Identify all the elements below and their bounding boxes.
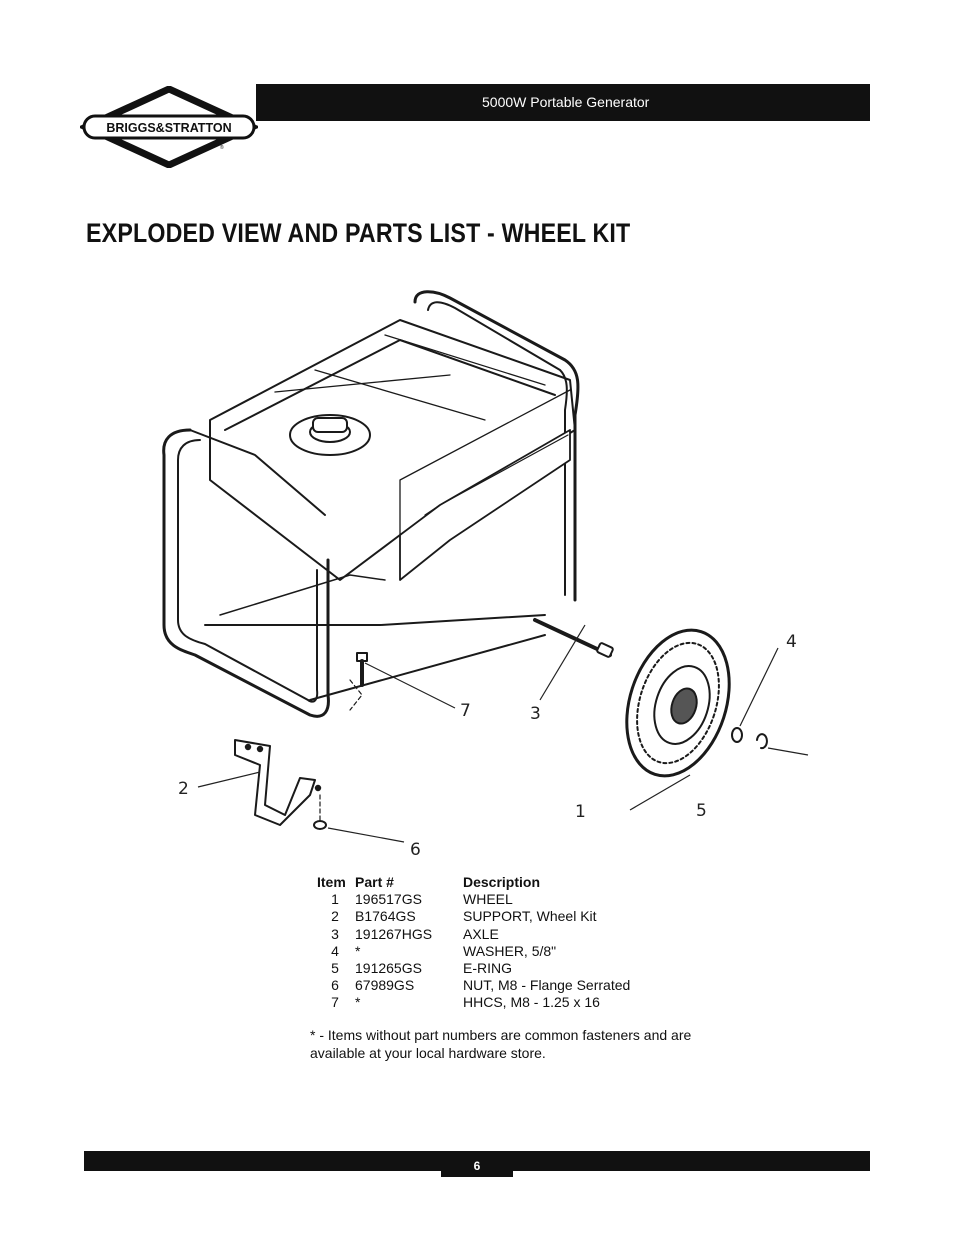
item-number: 3 — [331, 925, 339, 942]
part-description: NUT, M8 - Flange Serrated — [463, 977, 631, 994]
callout-6: 6 — [410, 840, 421, 860]
header-part: Part # — [355, 874, 394, 890]
table-row: 1 196517GS WHEEL — [317, 891, 663, 908]
item-number: 4 — [331, 942, 339, 959]
callout-5: 5 — [696, 801, 707, 821]
callout-2: 2 — [178, 779, 189, 799]
part-description: AXLE — [463, 925, 499, 942]
part-number: 191265GS — [355, 960, 422, 977]
leader-6 — [327, 827, 405, 843]
item-number: 6 — [331, 977, 339, 994]
leader-5 — [767, 747, 809, 756]
part-number: B1764GS — [355, 908, 416, 925]
briggs-stratton-logo: BRIGGS&STRATTON ® — [80, 86, 258, 168]
table-row: 3 191267HGS AXLE — [317, 926, 663, 943]
leader-1 — [629, 774, 691, 811]
callout-7: 7 — [460, 701, 471, 721]
item-number: 5 — [331, 960, 339, 977]
part-description: WASHER, 5/8" — [463, 942, 557, 959]
part-description: HHCS, M8 - 1.25 x 16 — [463, 994, 600, 1011]
page-title: EXPLODED VIEW AND PARTS LIST - WHEEL KIT — [86, 218, 631, 248]
part-number: 196517GS — [355, 891, 422, 908]
part-number: 191267HGS — [355, 925, 433, 942]
footnote: * - Items without part numbers are commo… — [310, 1027, 692, 1061]
leader-3 — [539, 624, 586, 701]
table-row: 4 * WASHER, 5/8" — [317, 943, 663, 960]
part-number: 67989GS — [355, 977, 415, 994]
callout-3: 3 — [530, 704, 541, 724]
part-number: * — [355, 942, 361, 959]
part-description: E-RING — [463, 960, 512, 977]
svg-text:®: ® — [220, 144, 224, 151]
header-item: Item — [317, 874, 346, 890]
callout-1: 1 — [575, 802, 586, 822]
exploded-view-diagram: 1 2 3 4 5 6 7 — [162, 290, 809, 860]
header-bar: 5000W Portable Generator — [256, 84, 870, 121]
item-number: 7 — [331, 994, 339, 1011]
product-name: 5000W Portable Generator — [482, 94, 650, 110]
table-row: 7 * HHCS, M8 - 1.25 x 16 — [317, 994, 663, 1011]
table-row: 2 B1764GS SUPPORT, Wheel Kit — [317, 908, 663, 925]
leader-2 — [197, 771, 261, 788]
part-number: * — [355, 994, 361, 1011]
header-description: Description — [463, 874, 541, 890]
table-row: 5 191265GS E-RING — [317, 960, 663, 977]
part-description: WHEEL — [463, 891, 513, 908]
item-number: 2 — [331, 908, 339, 925]
table-row: 6 67989GS NUT, M8 - Flange Serrated — [317, 977, 663, 994]
page-number: 6 — [441, 1151, 513, 1177]
parts-table-header: Item Part # Description — [317, 874, 663, 891]
svg-text:BRIGGS&STRATTON: BRIGGS&STRATTON — [106, 121, 231, 135]
callout-4: 4 — [786, 632, 797, 652]
item-number: 1 — [331, 891, 339, 908]
leader-7 — [364, 662, 456, 709]
leader-4 — [739, 647, 779, 727]
parts-list: Item Part # Description 1 196517GS WHEEL… — [317, 874, 663, 1012]
part-description: SUPPORT, Wheel Kit — [463, 908, 597, 925]
parts-table: Item Part # Description 1 196517GS WHEEL… — [317, 874, 663, 1012]
